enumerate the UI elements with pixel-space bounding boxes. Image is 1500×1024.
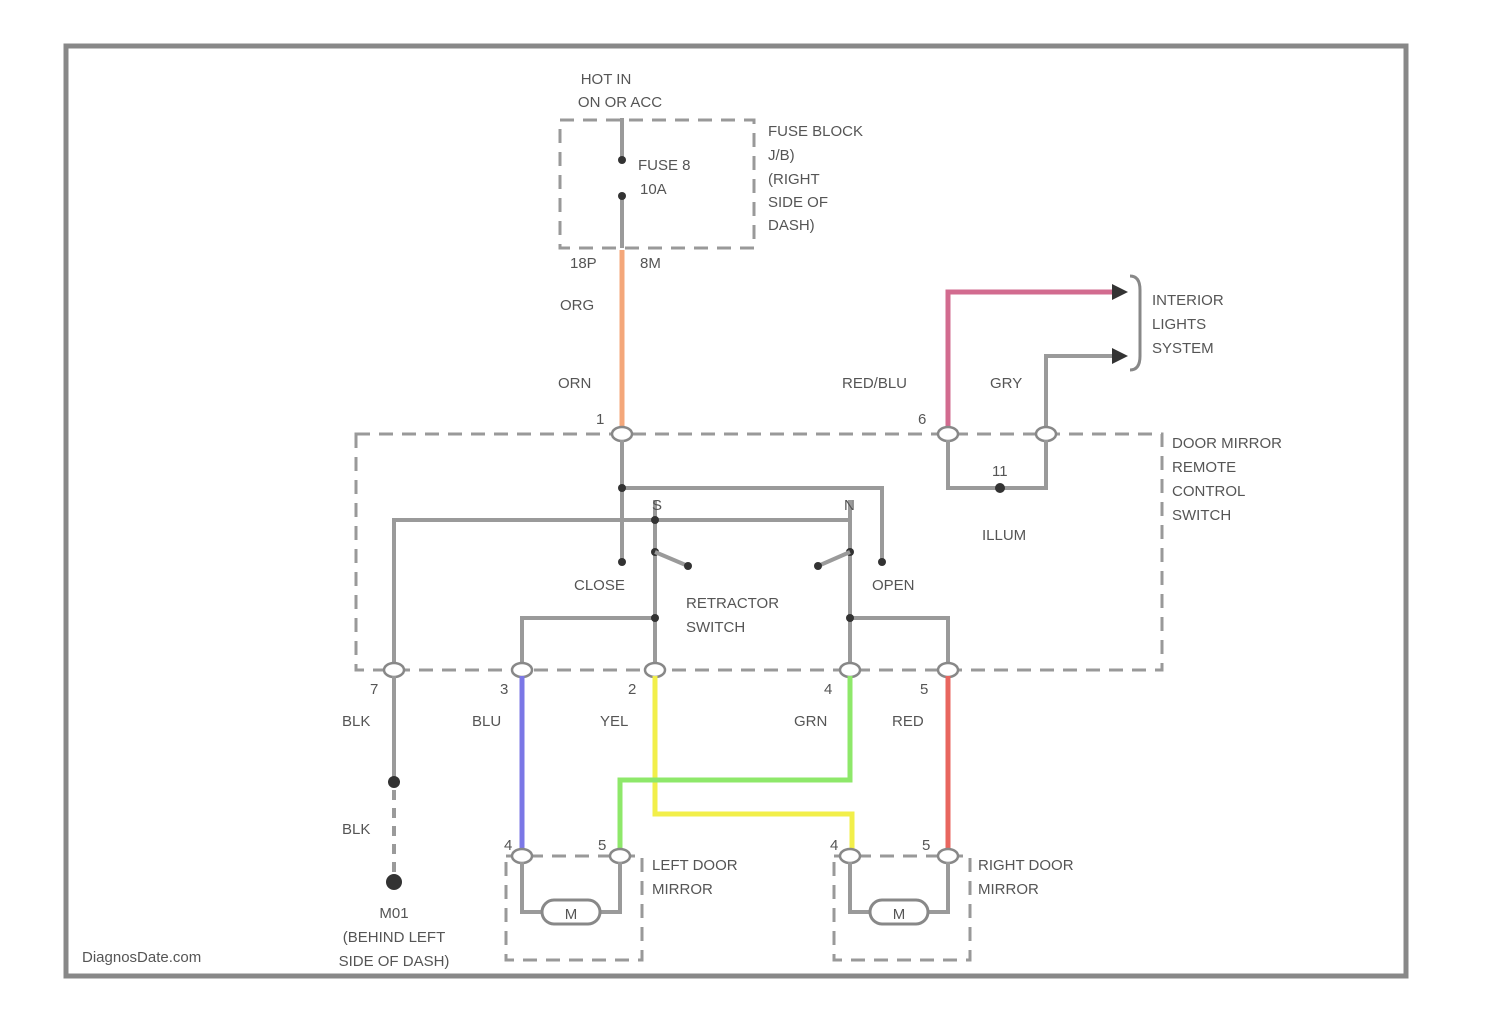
retractor-label-1: RETRACTOR xyxy=(686,595,779,612)
fuse-block-label-5: DASH) xyxy=(768,217,815,234)
switch-pin-4 xyxy=(840,663,860,677)
left-mirror-label-1: LEFT DOOR xyxy=(652,857,738,874)
wire-label-blu: BLU xyxy=(472,713,501,730)
junction-mark-right: N xyxy=(844,497,855,514)
wire-label-red-blu: RED/BLU xyxy=(842,375,907,392)
junction-left-top xyxy=(651,516,659,524)
wire-label-orn-top: ORG xyxy=(560,297,594,314)
wire-label-red: RED xyxy=(892,713,924,730)
junction-top xyxy=(618,484,626,492)
fuse-block-label-4: SIDE OF xyxy=(768,194,828,211)
right-mirror-pin-5-label: 5 xyxy=(922,837,930,854)
switch-pin-1 xyxy=(612,427,632,441)
switch-pin-5-label: 5 xyxy=(920,681,928,698)
wire-label-blk-2: BLK xyxy=(342,821,370,838)
switch-label-4: SWITCH xyxy=(1172,507,1231,524)
switch-pin-3 xyxy=(512,663,532,677)
wire-label-grn: GRN xyxy=(794,713,827,730)
right-mirror-pin-4 xyxy=(840,849,860,863)
power-label-line2: ON OR ACC xyxy=(578,94,662,111)
fuse-terminal-bottom xyxy=(618,192,626,200)
left-mirror-pin-4 xyxy=(512,849,532,863)
wire-label-yel: YEL xyxy=(600,713,628,730)
left-mirror-label-2: MIRROR xyxy=(652,881,713,898)
switch-pin-7 xyxy=(384,663,404,677)
watermark: DiagnosDate.com xyxy=(82,949,201,966)
switch-pin-4-label: 4 xyxy=(824,681,832,698)
open-label: OPEN xyxy=(872,577,915,594)
fuse-name: FUSE 8 xyxy=(638,157,691,174)
left-mirror-pin-4-label: 4 xyxy=(504,837,512,854)
switch-pin-7-label: 7 xyxy=(370,681,378,698)
switch-pin-11-label: 11 xyxy=(992,463,1008,480)
fuse-block-label-3: (RIGHT xyxy=(768,171,820,188)
close-contact xyxy=(618,558,626,566)
right-mirror-label-2: MIRROR xyxy=(978,881,1039,898)
switch-pin-6 xyxy=(938,427,958,441)
ground-splice xyxy=(388,776,400,788)
switch-pin-6-label: 6 xyxy=(918,411,926,428)
switch-label-2: REMOTE xyxy=(1172,459,1236,476)
ground-label-3: SIDE OF DASH) xyxy=(339,953,450,970)
power-label-line1: HOT IN xyxy=(581,71,632,88)
right-mirror-label-1: RIGHT DOOR xyxy=(978,857,1074,874)
right-blade-tip xyxy=(814,562,822,570)
right-mirror-pin-4-label: 4 xyxy=(830,837,838,854)
left-blade-tip xyxy=(684,562,692,570)
switch-pin-2 xyxy=(645,663,665,677)
close-label: CLOSE xyxy=(574,577,625,594)
left-mirror-pin-5 xyxy=(610,849,630,863)
illum-lamp xyxy=(995,483,1005,493)
interior-label-3: SYSTEM xyxy=(1152,340,1214,357)
ground-label-2: (BEHIND LEFT xyxy=(343,929,446,946)
fuse-block-label-1: FUSE BLOCK xyxy=(768,123,863,140)
left-motor-label: M xyxy=(565,906,578,923)
interior-label-1: INTERIOR xyxy=(1152,292,1224,309)
wire-label-blk-1: BLK xyxy=(342,713,370,730)
left-mirror-pin-5-label: 5 xyxy=(598,837,606,854)
switch-label-3: CONTROL xyxy=(1172,483,1245,500)
fuse-connector-right: 8M xyxy=(640,255,661,272)
right-motor-label: M xyxy=(893,906,906,923)
fuse-block-label-2: J/B) xyxy=(768,147,795,164)
switch-pin-2-label: 2 xyxy=(628,681,636,698)
open-contact xyxy=(878,558,886,566)
fuse-terminal-top xyxy=(618,156,626,164)
illum-label: ILLUM xyxy=(982,527,1026,544)
switch-pin-3-label: 3 xyxy=(500,681,508,698)
interior-label-2: LIGHTS xyxy=(1152,316,1206,333)
switch-label-1: DOOR MIRROR xyxy=(1172,435,1282,452)
ground-point xyxy=(386,874,402,890)
switch-pin-gry xyxy=(1036,427,1056,441)
fuse-connector-left: 18P xyxy=(570,255,597,272)
switch-pin-5 xyxy=(938,663,958,677)
switch-pin-1-label: 1 xyxy=(596,411,604,428)
junction-mark-left: S xyxy=(652,497,662,514)
junction-left-mid xyxy=(651,614,659,622)
right-mirror-pin-5 xyxy=(938,849,958,863)
wire-label-orn-mid: ORN xyxy=(558,375,591,392)
junction-right-mid xyxy=(846,614,854,622)
fuse-rating: 10A xyxy=(640,181,667,198)
ground-label-1: M01 xyxy=(379,905,408,922)
wire-label-gry: GRY xyxy=(990,375,1022,392)
retractor-label-2: SWITCH xyxy=(686,619,745,636)
